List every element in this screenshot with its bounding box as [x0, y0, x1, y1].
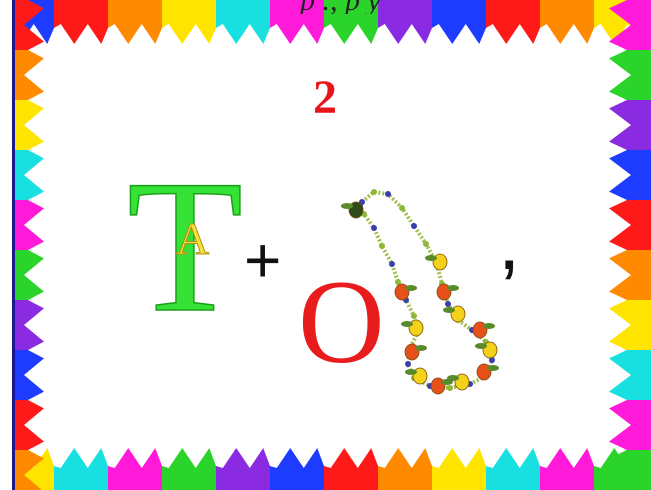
- necklace-leaf: [405, 285, 417, 291]
- border-top-segment: [486, 0, 540, 44]
- border-top-segment: [324, 0, 378, 44]
- border-bottom-segment: [432, 448, 486, 490]
- letter-a-inside-t: А: [175, 213, 210, 264]
- necklace-leaf: [425, 255, 437, 261]
- necklace-leaf: [405, 369, 417, 375]
- border-right-segment: [609, 100, 651, 150]
- top-caption-text: р ., р у: [300, 0, 650, 14]
- plus-sign: +: [244, 224, 282, 296]
- necklace-bead: [371, 225, 377, 231]
- border-top-segment: [54, 0, 108, 44]
- border-bottom-segment: [162, 448, 216, 490]
- letter-o: О: [298, 255, 385, 388]
- border-top-segment: [162, 0, 216, 44]
- border-bottom-segment: [216, 448, 270, 490]
- border-bottom-segment: [378, 448, 432, 490]
- letter-t: Т: [126, 142, 244, 352]
- left-edge-strip: [0, 0, 15, 490]
- necklace-image: [341, 189, 499, 395]
- border-bottom-segment: [270, 448, 324, 490]
- border-bottom-segment: [486, 448, 540, 490]
- necklace-leaf: [483, 323, 495, 329]
- border-top-segment: [432, 0, 486, 44]
- border-right-segment: [609, 150, 651, 200]
- border-right-segment: [609, 0, 651, 50]
- necklace-leaf: [415, 345, 427, 351]
- necklace-leaf: [475, 343, 487, 349]
- necklace-bead: [385, 191, 391, 197]
- necklace-bead: [447, 385, 453, 391]
- comma-sign: ,: [498, 197, 521, 286]
- border-right-segment: [609, 300, 651, 350]
- necklace-bead: [379, 243, 385, 249]
- border-bottom-segment: [324, 448, 378, 490]
- necklace-chain: [358, 189, 495, 391]
- border-right-segment: [609, 350, 651, 400]
- necklace-bead: [399, 205, 405, 211]
- border-right-segment: [609, 250, 651, 300]
- border-top-segment: [270, 0, 324, 44]
- necklace-leaf: [401, 321, 413, 327]
- necklace-leaf: [441, 379, 453, 385]
- necklace-bead: [411, 313, 417, 319]
- border-top-segment: [216, 0, 270, 44]
- border-top-segment: [378, 0, 432, 44]
- border-top-segment: [540, 0, 594, 44]
- necklace-bead: [411, 223, 417, 229]
- necklace-leaf: [341, 203, 353, 209]
- necklace-bead: [395, 279, 401, 285]
- border-bottom-segment: [540, 448, 594, 490]
- necklace-bead: [445, 301, 451, 307]
- necklace-bead: [389, 261, 395, 267]
- necklace-leaf: [447, 285, 459, 291]
- necklace-bead: [489, 357, 495, 363]
- necklace-bead: [371, 189, 377, 195]
- border-bottom-segment: [108, 448, 162, 490]
- border-right-segment: [609, 450, 651, 490]
- slide-number: 2: [313, 71, 337, 124]
- border-top-segment: [108, 0, 162, 44]
- necklace-leaf: [487, 365, 499, 371]
- border-right-segment: [609, 50, 651, 100]
- border-bottom-segment: [54, 448, 108, 490]
- necklace-bead: [423, 241, 429, 247]
- necklace-leaf: [443, 307, 455, 313]
- border-right-segment: [609, 200, 651, 250]
- necklace-bead: [405, 361, 411, 367]
- border-right-segment: [609, 400, 651, 450]
